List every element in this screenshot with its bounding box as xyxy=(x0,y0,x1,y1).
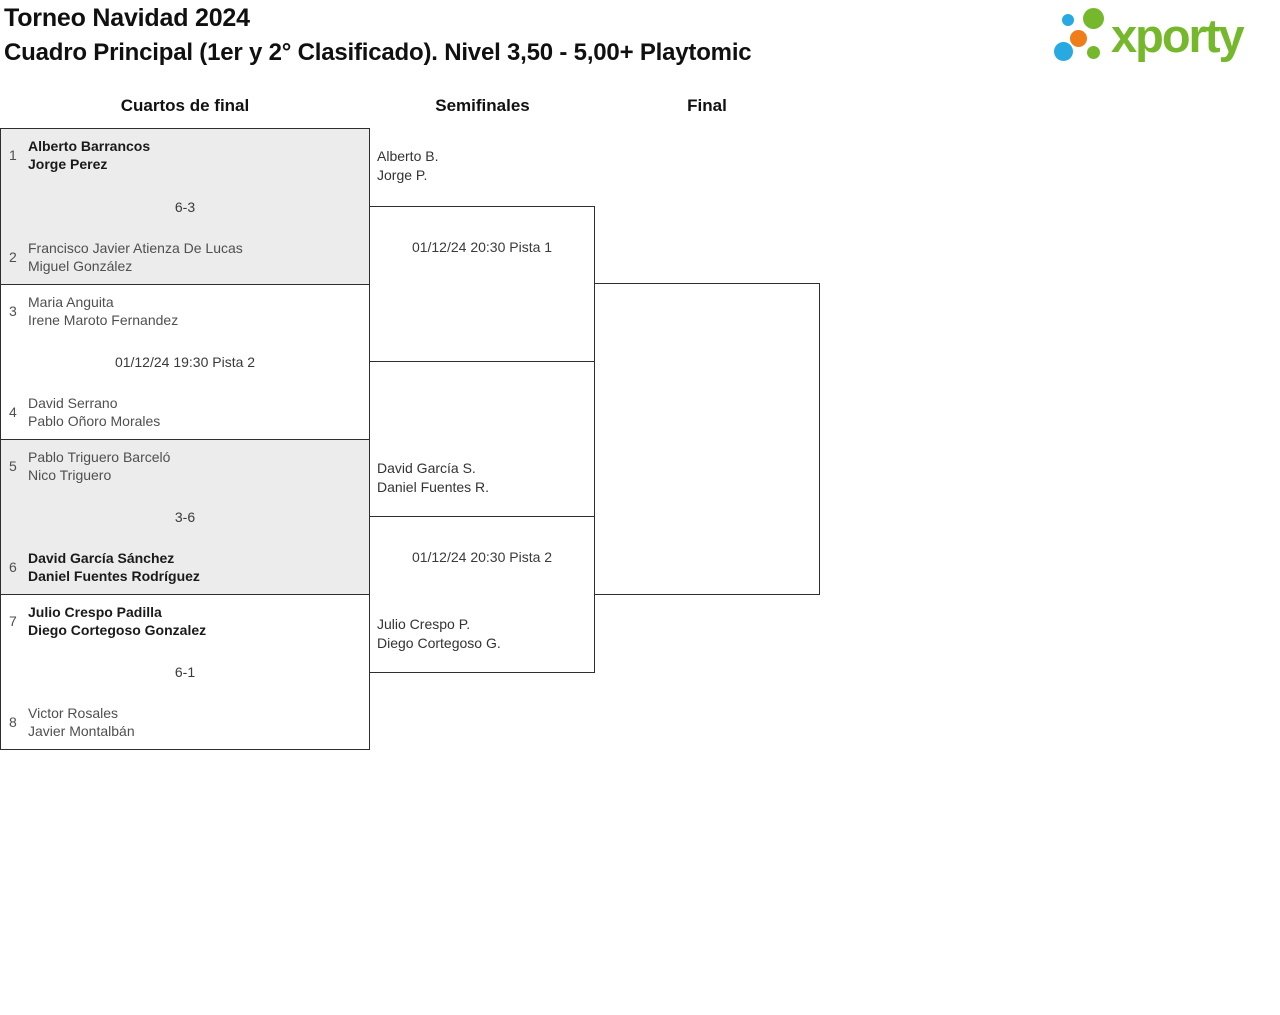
seed-number: 6 xyxy=(9,559,17,575)
player-name: Pablo Oñoro Morales xyxy=(28,413,161,429)
team-row: 3 Maria Anguita Irene Maroto Fernandez xyxy=(9,293,361,329)
team-names: Maria Anguita Irene Maroto Fernandez xyxy=(28,293,178,329)
player-name: Nico Triguero xyxy=(28,467,112,483)
xporty-logo[interactable]: xporty xyxy=(1050,4,1278,70)
team-row: 6 David García Sánchez Daniel Fuentes Ro… xyxy=(9,549,361,585)
round-header-semifinals: Semifinales xyxy=(435,96,530,115)
team-row: 1 Alberto Barrancos Jorge Perez xyxy=(9,137,361,173)
team-row: 5 Pablo Triguero Barceló Nico Triguero xyxy=(9,448,361,484)
player-name: Maria Anguita xyxy=(28,294,114,310)
logo-dot-blue-large-icon xyxy=(1054,42,1073,61)
seed-number: 2 xyxy=(9,249,17,265)
page-subtitle: Cuadro Principal (1er y 2° Clasificado).… xyxy=(4,39,752,66)
match-schedule: 01/12/24 20:30 Pista 1 xyxy=(411,239,553,255)
player-name: Francisco Javier Atienza De Lucas xyxy=(28,240,243,256)
player-name: David García Sánchez xyxy=(28,550,175,566)
logo-dot-green-small-icon xyxy=(1087,46,1100,59)
player-name: Jorge Perez xyxy=(28,156,108,172)
semifinal-match-1[interactable]: 01/12/24 20:30 Pista 1 xyxy=(369,206,595,362)
logo-dot-orange-icon xyxy=(1070,30,1087,47)
player-name: David García S. xyxy=(377,460,476,476)
quarterfinal-match-2[interactable]: 3 Maria Anguita Irene Maroto Fernandez 0… xyxy=(1,284,369,439)
quarterfinal-match-4[interactable]: 7 Julio Crespo Padilla Diego Cortegoso G… xyxy=(1,594,369,749)
player-name: Daniel Fuentes Rodríguez xyxy=(28,568,200,584)
player-name: Jorge P. xyxy=(377,166,428,183)
match-result: 3-6 xyxy=(174,509,196,525)
team-names: David García Sánchez Daniel Fuentes Rodr… xyxy=(28,549,200,585)
seed-number: 4 xyxy=(9,404,17,420)
semifinal-1-top-team: Alberto B. Jorge P. xyxy=(377,147,438,184)
quarterfinals-column: 1 Alberto Barrancos Jorge Perez 6-3 2 Fr… xyxy=(0,128,370,750)
player-name: Victor Rosales xyxy=(28,705,119,721)
team-names: Alberto Barrancos Jorge Perez xyxy=(28,137,150,173)
semifinal-2-bottom-team: Julio Crespo P. Diego Cortegoso G. xyxy=(377,615,501,652)
player-name: Alberto B. xyxy=(377,148,439,164)
team-row: 4 David Serrano Pablo Oñoro Morales xyxy=(9,394,361,430)
team-names: Pablo Triguero Barceló Nico Triguero xyxy=(28,448,170,484)
player-name: Julio Crespo P. xyxy=(377,616,471,632)
team-row: 8 Victor Rosales Javier Montalbán xyxy=(9,704,361,740)
player-name: Irene Maroto Fernandez xyxy=(28,312,179,328)
logo-dot-green-large-icon xyxy=(1083,8,1104,29)
team-names: Francisco Javier Atienza De Lucas Miguel… xyxy=(28,239,243,275)
quarterfinal-match-1[interactable]: 1 Alberto Barrancos Jorge Perez 6-3 2 Fr… xyxy=(1,129,369,284)
match-result: 6-3 xyxy=(174,198,196,215)
seed-number: 5 xyxy=(9,458,17,474)
round-header-quarterfinals: Cuartos de final xyxy=(120,96,250,115)
team-row: 7 Julio Crespo Padilla Diego Cortegoso G… xyxy=(9,603,361,639)
match-schedule: 01/12/24 19:30 Pista 2 xyxy=(114,354,256,370)
player-name: Pablo Triguero Barceló xyxy=(28,449,171,465)
seed-number: 1 xyxy=(9,147,17,163)
team-names: David Serrano Pablo Oñoro Morales xyxy=(28,394,160,430)
player-name: Diego Cortegoso Gonzalez xyxy=(28,622,207,638)
match-result: 6-1 xyxy=(174,664,196,680)
seed-number: 8 xyxy=(9,714,17,730)
final-match[interactable] xyxy=(594,283,820,595)
player-name: Javier Montalbán xyxy=(28,723,135,739)
team-row: 2 Francisco Javier Atienza De Lucas Migu… xyxy=(9,239,361,275)
page-title: Torneo Navidad 2024 xyxy=(4,4,250,32)
player-name: Julio Crespo Padilla xyxy=(28,604,162,620)
match-schedule: 01/12/24 20:30 Pista 2 xyxy=(411,549,553,565)
seed-number: 3 xyxy=(9,303,17,319)
team-names: Julio Crespo Padilla Diego Cortegoso Gon… xyxy=(28,603,206,639)
player-name: Miguel González xyxy=(28,258,133,274)
player-name: Alberto Barrancos xyxy=(28,138,151,154)
seed-number: 7 xyxy=(9,613,17,629)
quarterfinal-match-3[interactable]: 5 Pablo Triguero Barceló Nico Triguero 3… xyxy=(1,439,369,594)
player-name: Diego Cortegoso G. xyxy=(377,634,501,651)
logo-dot-blue-small-icon xyxy=(1062,14,1074,26)
player-name: Daniel Fuentes R. xyxy=(377,478,490,495)
logo-wordmark: xporty xyxy=(1111,9,1245,62)
round-header-final: Final xyxy=(687,96,727,115)
semifinal-2-top-team: David García S. Daniel Fuentes R. xyxy=(377,459,489,496)
player-name: David Serrano xyxy=(28,395,118,411)
team-names: Victor Rosales Javier Montalbán xyxy=(28,704,135,740)
